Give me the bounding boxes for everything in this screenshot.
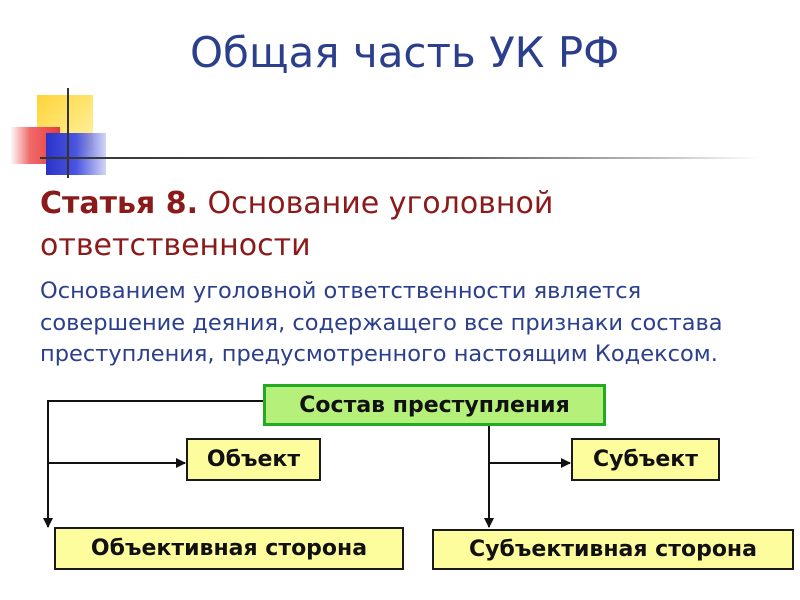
article-label: Статья 8.	[40, 186, 198, 221]
decor-vertical-line	[67, 88, 69, 178]
article-body: Основанием уголовной ответственности явл…	[40, 278, 723, 367]
diagram-objective-side-box: Объективная сторона	[54, 527, 404, 570]
diagram-root-box: Состав преступления	[263, 384, 606, 426]
slide-title: Общая часть УК РФ	[190, 28, 620, 77]
title-divider	[40, 157, 760, 159]
article-title: Основание уголовной ответственности	[40, 186, 554, 263]
diagram-object-box: Объект	[186, 438, 321, 481]
diagram-subjective-side-box: Субъективная сторона	[432, 529, 794, 570]
article-heading: Статья 8. Основание уголовной ответствен…	[40, 183, 760, 267]
diagram-subject-box: Субъект	[571, 438, 720, 481]
connector-root-left	[43, 400, 263, 528]
decor-blue-square	[46, 133, 106, 175]
